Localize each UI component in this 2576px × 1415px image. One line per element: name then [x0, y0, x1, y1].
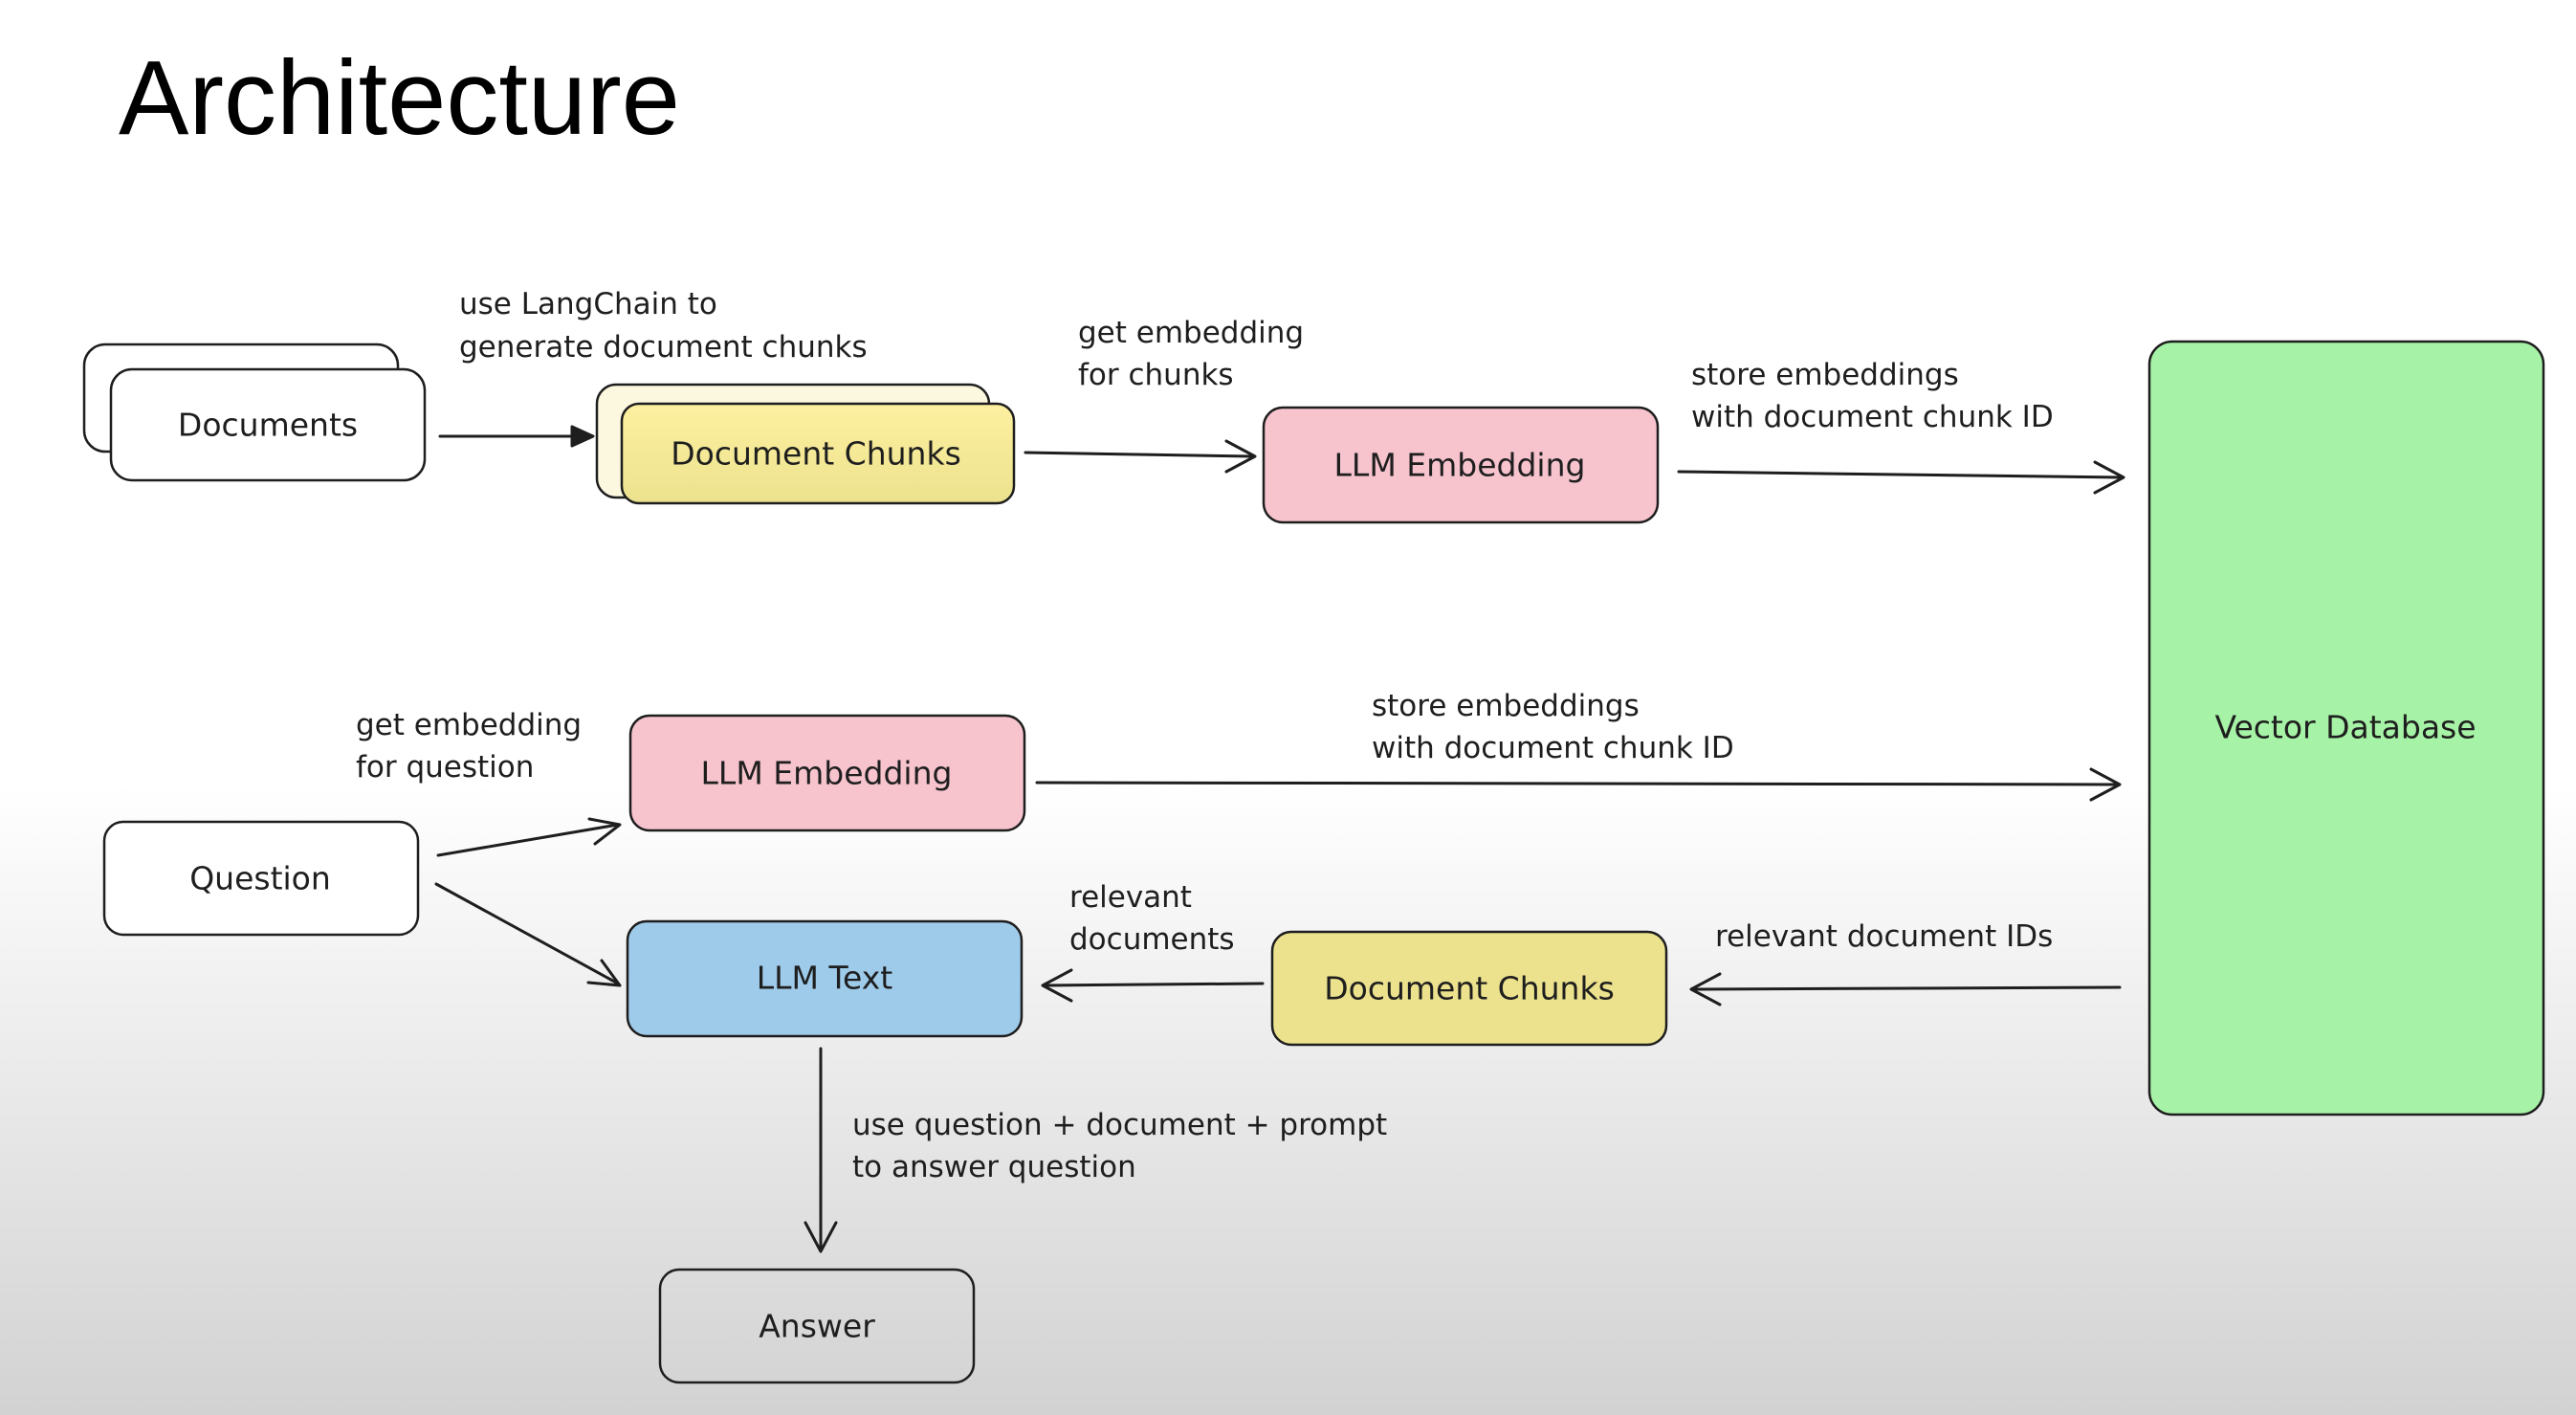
label-use-prompt: use question + document + prompt to answ…	[852, 1108, 1397, 1184]
documents-front-card	[109, 367, 427, 482]
label-relevant-ids: relevant document IDs	[1715, 919, 2053, 954]
answer-box	[658, 1268, 976, 1384]
arrow-vector-db-to-chunks	[1689, 972, 2122, 1006]
arrow-embedding-to-vector-db-top	[1677, 460, 2125, 495]
arrow-question-to-embedding	[436, 817, 622, 857]
arrowhead	[804, 1221, 838, 1253]
arrowhead	[586, 959, 622, 987]
documents-node[interactable]: Documents	[82, 343, 427, 482]
label-store-top-line2: with document chunk ID	[1691, 400, 2054, 434]
answer-label: Answer	[759, 1308, 875, 1345]
answer-node[interactable]: Answer	[658, 1268, 976, 1384]
arrow-embedding-to-vector-db-bottom	[1035, 767, 2122, 802]
question-box	[102, 820, 420, 937]
arrow-chunks-to-embedding	[1024, 439, 1257, 474]
llm-text-label: LLM Text	[757, 960, 893, 997]
label-store-bottom: store embeddings with document chunk ID	[1372, 689, 1734, 765]
document-chunks-bottom-box	[1270, 930, 1668, 1047]
document-chunks-bottom-node[interactable]: Document Chunks	[1270, 930, 1668, 1047]
llm-embedding-bottom-label: LLM Embedding	[701, 755, 953, 792]
llm-embedding-top-label: LLM Embedding	[1334, 447, 1586, 484]
label-embed-chunks: get embedding for chunks	[1078, 316, 1313, 392]
vector-database-label: Vector Database	[2214, 709, 2476, 746]
label-langchain-line2: generate document chunks	[459, 330, 868, 365]
vector-database-node[interactable]: Vector Database	[2147, 340, 2545, 1117]
label-store-bottom-line2: with document chunk ID	[1372, 731, 1734, 765]
arrow-question-to-llm-text	[434, 882, 622, 987]
label-langchain-line1: use LangChain to	[459, 287, 717, 321]
label-embed-question: get embedding for question	[356, 708, 591, 785]
llm-embedding-bottom-box	[628, 714, 1026, 832]
arrowhead	[1689, 972, 1722, 1006]
question-label: Question	[189, 860, 331, 897]
label-use-prompt-line1: use question + document + prompt	[852, 1108, 1387, 1142]
document-chunks-top-node[interactable]: Document Chunks	[595, 383, 1016, 505]
vector-database-box	[2147, 340, 2545, 1117]
label-relevant-ids-line1: relevant document IDs	[1715, 919, 2053, 954]
document-chunks-bottom-label: Document Chunks	[1324, 970, 1615, 1007]
label-embed-question-line2: for question	[356, 750, 534, 785]
arrowhead	[570, 425, 595, 448]
arrowhead	[587, 817, 622, 846]
label-use-prompt-line2: to answer question	[852, 1150, 1136, 1184]
label-embed-chunks-line2: for chunks	[1078, 358, 1234, 392]
label-store-top: store embeddings with document chunk ID	[1691, 358, 2054, 434]
page-title: Architecture	[119, 39, 680, 157]
label-langchain: use LangChain to generate document chunk…	[459, 287, 868, 365]
label-embed-question-line1: get embedding	[356, 708, 582, 742]
label-relevant-docs-line2: documents	[1069, 922, 1235, 957]
document-chunks-top-label: Document Chunks	[671, 435, 961, 473]
document-chunks-front-card	[620, 402, 1016, 505]
question-node[interactable]: Question	[102, 820, 420, 937]
arrow-chunks-to-llm-text	[1041, 968, 1265, 1003]
llm-embedding-top-box	[1262, 406, 1660, 524]
label-relevant-docs: relevant documents	[1069, 880, 1235, 957]
llm-embedding-bottom-node[interactable]: LLM Embedding	[628, 714, 1026, 832]
label-relevant-docs-line1: relevant	[1069, 880, 1192, 915]
label-embed-chunks-line1: get embedding	[1078, 316, 1304, 350]
arrow-llm-text-to-answer	[804, 1047, 838, 1253]
label-store-top-line1: store embeddings	[1691, 358, 1959, 392]
arrowhead	[1041, 968, 1073, 1003]
llm-text-box	[626, 919, 1024, 1038]
llm-text-node[interactable]: LLM Text	[626, 919, 1024, 1038]
label-store-bottom-line1: store embeddings	[1372, 689, 1640, 723]
arrowhead	[2089, 767, 2122, 802]
arrowhead	[2093, 460, 2125, 495]
documents-label: Documents	[178, 407, 358, 444]
arrow-documents-to-chunks	[438, 425, 595, 448]
llm-embedding-top-node[interactable]: LLM Embedding	[1262, 406, 1660, 524]
arrowhead	[1224, 439, 1257, 474]
